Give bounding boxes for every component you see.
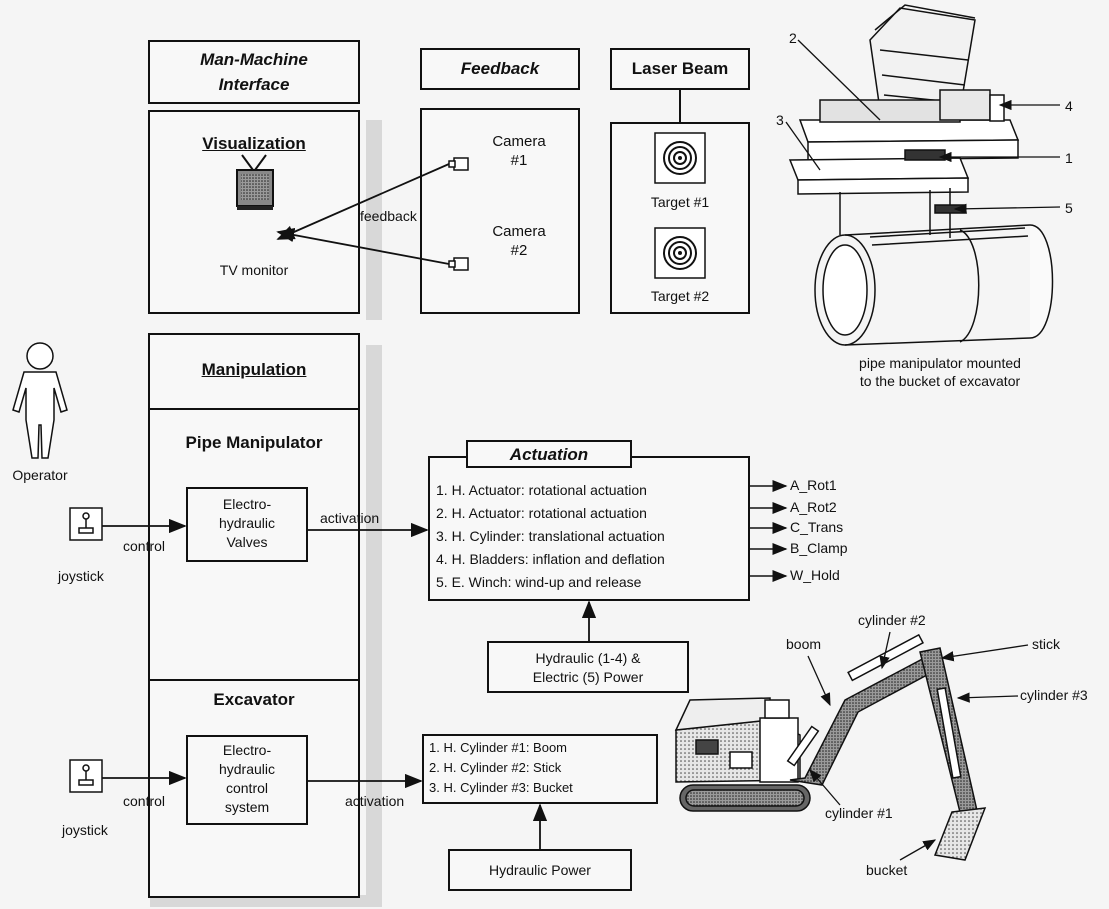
feedback-box: Camera #1 Camera #2 [420, 108, 580, 314]
cylinder-item-2: 2. H. Cylinder #2: Stick [429, 760, 562, 775]
control-system-line2: hydraulic [218, 761, 276, 777]
callout-2: 2 [789, 30, 797, 46]
actuation-item-1: 1. H. Actuator: rotational actuation [436, 482, 647, 498]
label-cylinder-1: cylinder #1 [825, 805, 893, 821]
mmi-header-box: Man-Machine Interface [148, 40, 360, 104]
output-w-hold: W_Hold [790, 567, 840, 583]
camera-1-icon [448, 157, 469, 171]
operator-icon [12, 342, 68, 459]
callout-5: 5 [1065, 200, 1073, 216]
shadow-visualization [366, 120, 382, 320]
visualization-box: Visualization TV monitor [148, 110, 360, 314]
laser-header-box: Laser Beam [610, 48, 750, 90]
callout-3: 3 [776, 112, 784, 128]
joystick-1-icon [69, 507, 103, 541]
shadow-manipulation-bottom [150, 895, 382, 907]
actuation-item-4: 4. H. Bladders: inflation and deflation [436, 551, 665, 567]
valves-box: Electro- hydraulic Valves [186, 487, 308, 562]
control-system-line1: Electro- [222, 742, 272, 758]
pipe-manipulator-illustration [788, 4, 1054, 346]
output-c-trans: C_Trans [790, 519, 844, 535]
actuation-box: 1. H. Actuator: rotational actuation 2. … [428, 456, 750, 601]
actuation-title-box: Actuation [466, 440, 632, 468]
label-stick: stick [1032, 636, 1060, 652]
joystick-label-2: joystick [62, 822, 108, 838]
feedback-arrow-1 [276, 163, 450, 240]
control-label-2: control [123, 793, 166, 809]
control-system-box: Electro- hydraulic control system [186, 735, 308, 825]
output-b-clamp: B_Clamp [790, 540, 848, 556]
actuation-item-3: 3. H. Cylinder: translational actuation [436, 528, 665, 544]
power1-box: Hydraulic (1-4) & Electric (5) Power [487, 641, 689, 693]
callout-1: 1 [1065, 150, 1073, 166]
joystick-label-1: joystick [58, 568, 104, 584]
power2-label: Hydraulic Power [489, 862, 591, 878]
camera-1-label: Camera #1 [492, 133, 546, 169]
camera-2-icon [448, 257, 469, 271]
target-1-icon [654, 132, 706, 184]
valves-line2: hydraulic [218, 515, 276, 531]
mmi-header-line1: Man-Machine [200, 50, 308, 69]
pipe-caption-line1: pipe manipulator mounted [859, 355, 1021, 371]
control-label-1: control [123, 538, 166, 554]
visualization-title: Visualization [202, 134, 306, 153]
manipulation-divider-1 [150, 408, 358, 410]
tv-icon [236, 154, 274, 210]
camera-2-label: Camera #2 [492, 223, 546, 259]
label-boom: boom [786, 636, 822, 652]
target-2-label: Target #2 [650, 288, 710, 304]
manipulation-divider-2 [150, 679, 358, 681]
power2-box: Hydraulic Power [448, 849, 632, 891]
pipe-manipulator-title: Pipe Manipulator [185, 433, 323, 452]
callout-4: 4 [1065, 98, 1073, 114]
activation-label-2: activation [345, 793, 405, 809]
actuation-item-2: 2. H. Actuator: rotational actuation [436, 505, 647, 521]
control-system-line4: system [224, 799, 270, 815]
shadow-manipulation [366, 345, 382, 905]
output-a-rot1: A_Rot1 [790, 477, 837, 493]
label-cylinder-2: cylinder #2 [858, 612, 926, 628]
feedback-header-box: Feedback [420, 48, 580, 90]
pipe-caption-line2: to the bucket of excavator [859, 373, 1021, 389]
valves-line1: Electro- [222, 496, 272, 512]
valves-line3: Valves [226, 534, 268, 550]
joystick-2-icon [69, 759, 103, 793]
power1-line2: Electric (5) Power [532, 669, 644, 685]
target-1-label: Target #1 [650, 194, 710, 210]
feedback-header-label: Feedback [460, 59, 540, 78]
mmi-header-line2: Interface [218, 75, 290, 94]
target-2-icon [654, 227, 706, 279]
label-bucket: bucket [866, 862, 908, 878]
label-cylinder-3: cylinder #3 [1020, 687, 1088, 703]
manipulation-title: Manipulation [201, 360, 307, 379]
cylinder-item-1: 1. H. Cylinder #1: Boom [429, 740, 568, 755]
control-system-line3: control [225, 780, 269, 796]
actuation-item-5: 5. E. Winch: wind-up and release [436, 574, 642, 590]
feedback-arrow-2 [276, 227, 450, 265]
cylinder-item-3: 3. H. Cylinder #3: Bucket [429, 780, 573, 795]
laser-header-label: Laser Beam [631, 59, 729, 78]
activation-label-1: activation [320, 510, 380, 526]
operator-label: Operator [12, 467, 68, 483]
actuation-title: Actuation [509, 445, 589, 464]
power1-line1: Hydraulic (1-4) & [535, 650, 641, 666]
excavator-title: Excavator [213, 690, 295, 709]
feedback-label: feedback [360, 208, 417, 224]
cylinders-box: 1. H. Cylinder #1: Boom 2. H. Cylinder #… [422, 734, 658, 804]
tv-monitor-label: TV monitor [219, 262, 289, 278]
output-a-rot2: A_Rot2 [790, 499, 837, 515]
excavator-illustration [674, 633, 987, 861]
